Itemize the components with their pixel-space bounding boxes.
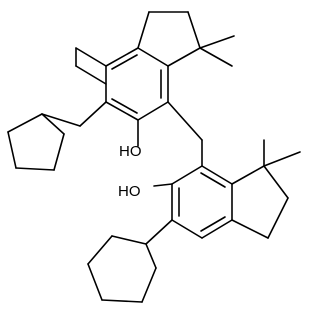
bond xyxy=(75,47,107,67)
lower-gem-dimethyl xyxy=(263,139,301,167)
bond xyxy=(231,219,269,239)
bond xyxy=(101,299,143,303)
upper-cyclopentyl-substituent xyxy=(7,47,107,171)
bond xyxy=(167,47,201,67)
bond xyxy=(75,65,107,85)
bond xyxy=(137,11,150,49)
bond xyxy=(15,167,55,171)
bond xyxy=(111,235,147,245)
upper-cyclopentane-fused-ring xyxy=(137,11,201,67)
bond xyxy=(41,113,81,127)
upper-hydroxyl-group: HO xyxy=(119,119,142,160)
bond xyxy=(145,219,173,245)
bond xyxy=(79,101,107,127)
double-bond xyxy=(111,98,138,114)
bond xyxy=(145,243,157,269)
bond xyxy=(137,101,169,121)
lower-hydroxyl-label: HO xyxy=(118,183,141,200)
lower-hydroxyl-group: HO xyxy=(118,183,173,200)
bond xyxy=(87,263,103,301)
bond xyxy=(41,113,65,135)
upper-indane-unit: HO xyxy=(7,11,235,171)
bond xyxy=(105,101,139,121)
lower-benzene-ring xyxy=(171,165,233,239)
bond xyxy=(7,131,17,169)
bond xyxy=(137,47,169,67)
bond xyxy=(53,133,65,171)
bond xyxy=(201,165,233,185)
methyl-bond xyxy=(199,47,233,67)
bond xyxy=(105,47,139,67)
lower-indane-unit: HO xyxy=(87,139,301,303)
double-bond xyxy=(111,54,138,70)
bond xyxy=(201,219,233,239)
upper-hydroxyl-label: HO xyxy=(119,143,142,160)
upper-benzene-ring xyxy=(105,47,169,121)
lower-cyclopentane-fused-ring xyxy=(231,165,289,239)
upper-gem-dimethyl xyxy=(199,35,235,67)
double-bond xyxy=(200,216,226,232)
bond xyxy=(171,165,203,185)
double-bond xyxy=(200,172,226,188)
methyl-bond xyxy=(263,151,301,167)
methyl-bond xyxy=(199,35,235,49)
bond xyxy=(87,235,113,265)
bond xyxy=(141,267,157,303)
bond xyxy=(7,113,43,133)
bond xyxy=(263,165,289,199)
bond xyxy=(171,219,203,239)
lower-cyclopentyl-substituent xyxy=(87,219,173,303)
bond xyxy=(153,183,173,187)
bond xyxy=(231,165,265,185)
bond xyxy=(267,197,289,239)
methylene-bridge-bond xyxy=(167,101,203,141)
bond xyxy=(187,11,201,49)
